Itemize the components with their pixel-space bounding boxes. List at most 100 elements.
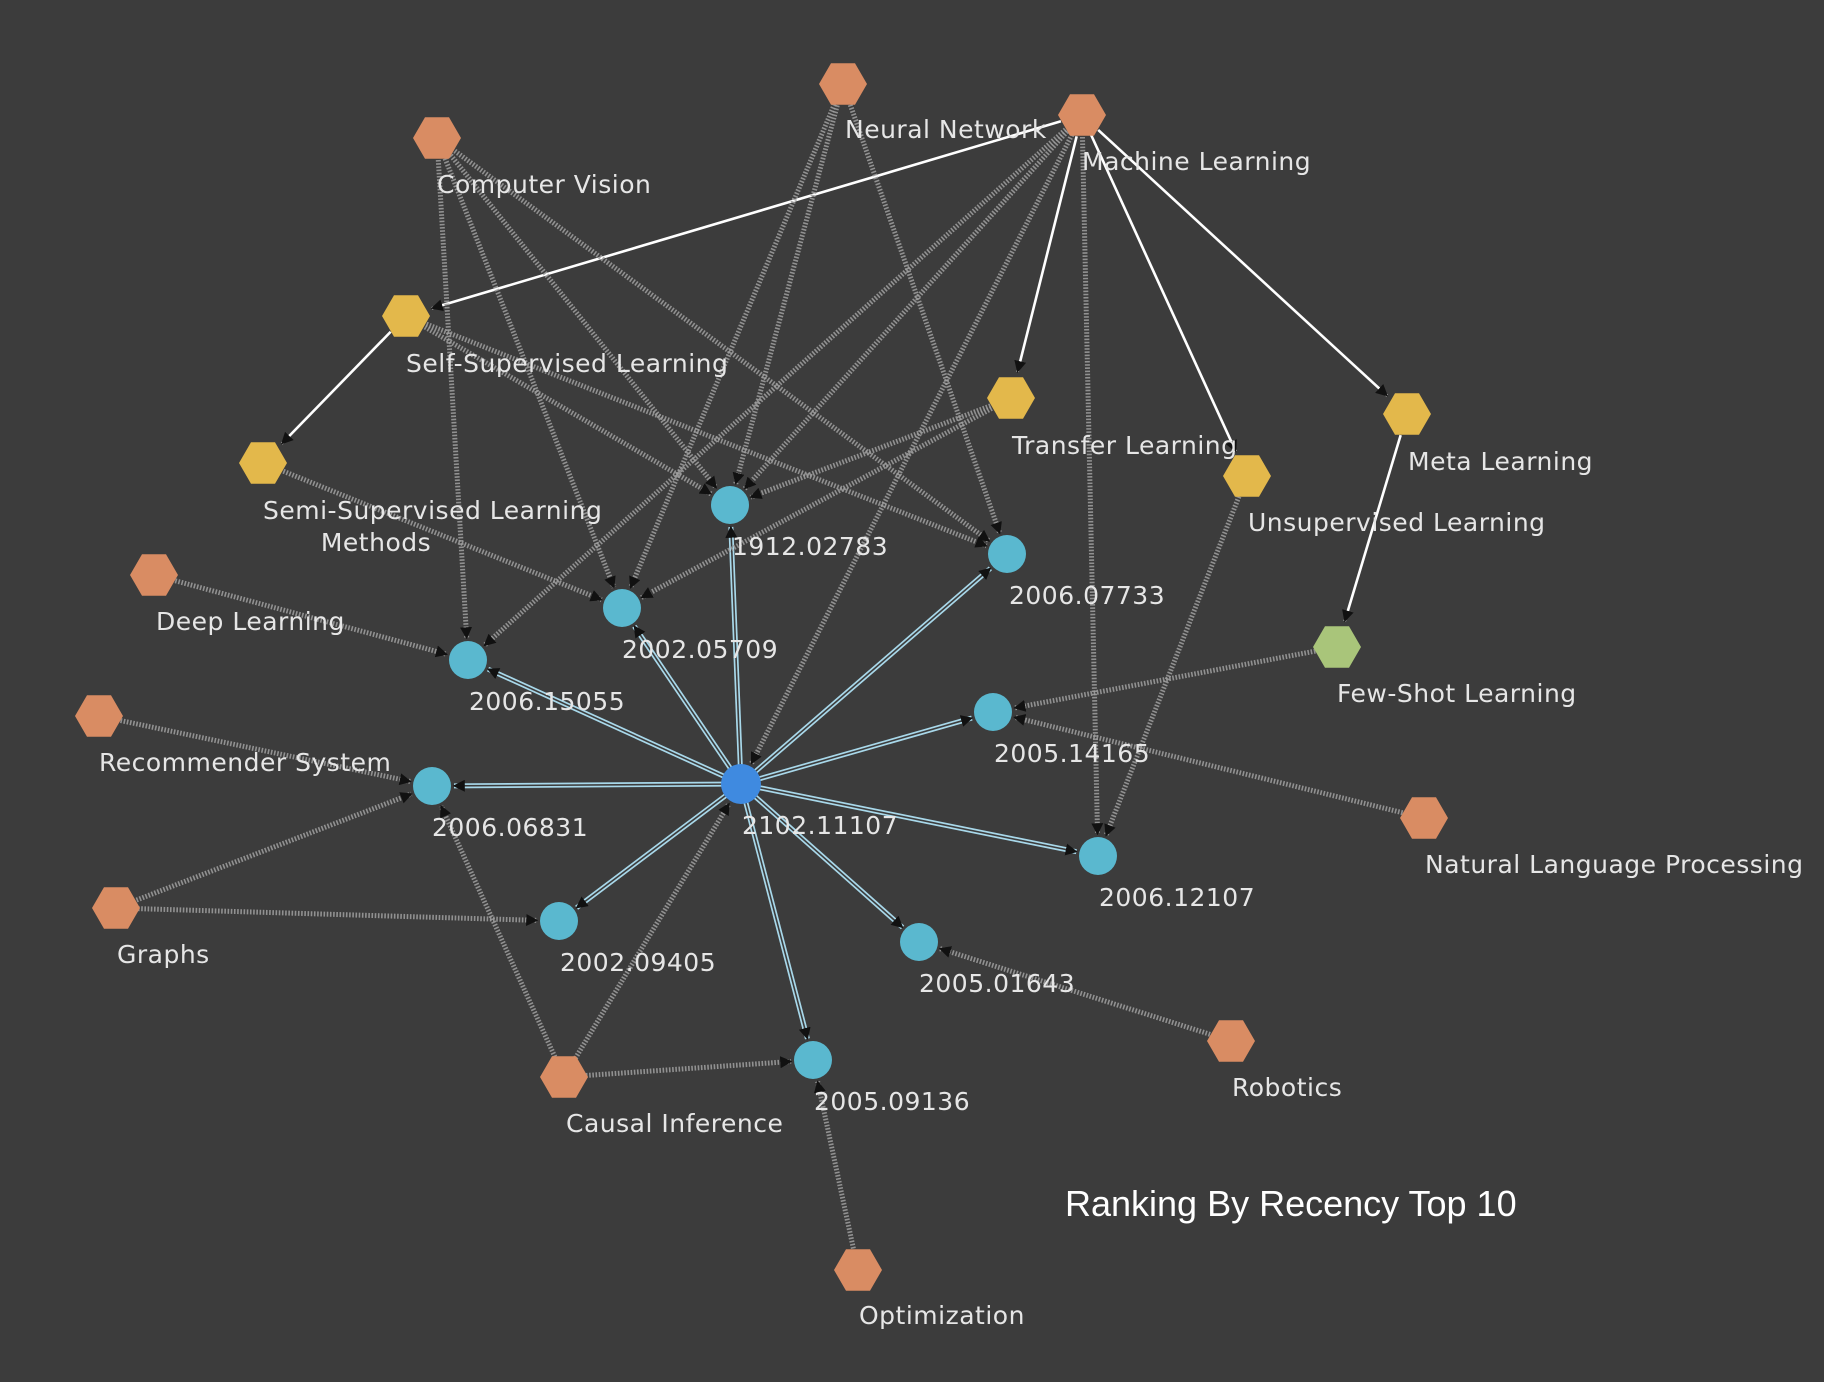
node-n-neural[interactable] [819, 63, 867, 105]
node-label: Few-Shot Learning [1337, 679, 1577, 708]
edge-topic [1103, 495, 1242, 837]
node-label: 2002.05709 [622, 635, 778, 664]
edge-citation [452, 779, 724, 792]
node-n-nlp[interactable] [1400, 797, 1448, 839]
node-p-2005-09136[interactable] [794, 1041, 832, 1079]
edge-topic [425, 321, 988, 549]
edge-citation [486, 666, 726, 779]
edge-topic [628, 103, 837, 589]
edge-topic [423, 324, 713, 497]
edge-topic [640, 406, 993, 600]
node-label: Natural Language Processing [1425, 850, 1803, 879]
node-p-2002-09405[interactable] [540, 902, 578, 940]
edge-topic [814, 1080, 856, 1250]
node-label: 2006.15055 [469, 687, 625, 716]
node-n-causal[interactable] [540, 1056, 588, 1098]
node-p-1912-02783[interactable] [711, 486, 749, 524]
edge-citation [743, 800, 811, 1040]
edge-topic [585, 1056, 793, 1078]
edge-topic [1013, 648, 1316, 712]
edge-topic [1079, 136, 1104, 836]
edge-topic [749, 403, 992, 500]
node-label: Deep Learning [156, 607, 345, 636]
edge-topic [847, 103, 1003, 535]
node-n-rec[interactable] [75, 695, 123, 737]
edge-citation [752, 566, 992, 775]
node-label: Recommender System [99, 748, 391, 777]
node-label: 2002.09405 [560, 948, 716, 977]
edge-citation [632, 624, 733, 771]
edge-citation [752, 794, 905, 930]
edge-citation [758, 785, 1078, 856]
node-label: 2005.09136 [814, 1087, 970, 1116]
edge-topic [438, 804, 558, 1058]
edge-citation [725, 525, 743, 767]
edge-topic [435, 159, 473, 640]
node-n-semi[interactable] [239, 442, 287, 484]
edge-topic [742, 129, 1070, 491]
edge-hierarchy [1097, 128, 1389, 397]
edge-hierarchy [1342, 434, 1402, 623]
edge-hierarchy [280, 330, 392, 445]
edge-citation [757, 715, 974, 782]
node-n-fewshot[interactable] [1313, 626, 1361, 668]
edge-citation [575, 792, 729, 910]
node-n-unsup[interactable] [1223, 455, 1271, 497]
node-label: 2006.12107 [1099, 883, 1255, 912]
node-n-dl[interactable] [130, 554, 178, 596]
node-n-opt[interactable] [834, 1249, 882, 1291]
chart-title: Ranking By Recency Top 10 [1065, 1183, 1517, 1224]
node-label: Methods [321, 528, 431, 557]
node-p-2006-06831[interactable] [413, 767, 451, 805]
node-label: Computer Vision [437, 170, 651, 199]
node-label: Transfer Learning [1011, 431, 1238, 460]
node-label: 2102.11107 [742, 811, 898, 840]
node-label: 1912.02783 [732, 532, 888, 561]
node-label: Semi-Supervised Learning [263, 496, 602, 525]
edge-topic [442, 157, 617, 589]
edge-hierarchy [430, 120, 1062, 311]
edge-topic [453, 148, 991, 544]
node-label: Neural Network [845, 115, 1047, 144]
node-p-2006-07733[interactable] [988, 535, 1026, 573]
node-label: Graphs [117, 940, 210, 969]
edge-topic [1013, 714, 1404, 816]
node-p-2006-15055[interactable] [449, 641, 487, 679]
edge-layer [120, 103, 1404, 1250]
edge-topic [732, 104, 840, 485]
node-label: Causal Inference [566, 1109, 783, 1138]
node-label: 2005.14165 [994, 739, 1150, 768]
node-label: Self-Supervised Learning [406, 349, 728, 378]
node-label: Unsupervised Learning [1248, 508, 1546, 537]
edge-topic [282, 468, 603, 603]
edge-hierarchy [1014, 136, 1078, 373]
edge-topic [174, 578, 448, 658]
node-label: Machine Learning [1082, 147, 1311, 176]
node-label: Meta Learning [1408, 447, 1593, 476]
node-p-2102-11107[interactable] [721, 764, 761, 804]
node-n-ssl[interactable] [382, 295, 430, 337]
edge-topic [135, 791, 413, 903]
node-n-cv[interactable] [413, 117, 461, 159]
node-label: 2005.01643 [919, 969, 1075, 998]
edge-hierarchy [1089, 134, 1237, 453]
node-n-meta[interactable] [1383, 393, 1431, 435]
edge-topic [938, 946, 1211, 1037]
node-label: Optimization [859, 1301, 1025, 1330]
node-n-graphs[interactable] [92, 887, 140, 929]
edge-topic [137, 906, 539, 927]
node-n-robotics[interactable] [1207, 1020, 1255, 1062]
node-label: 2006.07733 [1009, 581, 1165, 610]
node-p-2005-14165[interactable] [974, 693, 1012, 731]
node-p-2005-01643[interactable] [900, 923, 938, 961]
edge-topic [448, 153, 719, 490]
node-label: 2006.06831 [432, 813, 588, 842]
node-n-transfer[interactable] [987, 377, 1035, 419]
node-n-ml[interactable] [1058, 94, 1106, 136]
node-p-2006-12107[interactable] [1079, 837, 1117, 875]
node-p-2002-05709[interactable] [603, 589, 641, 627]
node-label: Robotics [1232, 1073, 1342, 1102]
edge-topic [573, 802, 732, 1060]
